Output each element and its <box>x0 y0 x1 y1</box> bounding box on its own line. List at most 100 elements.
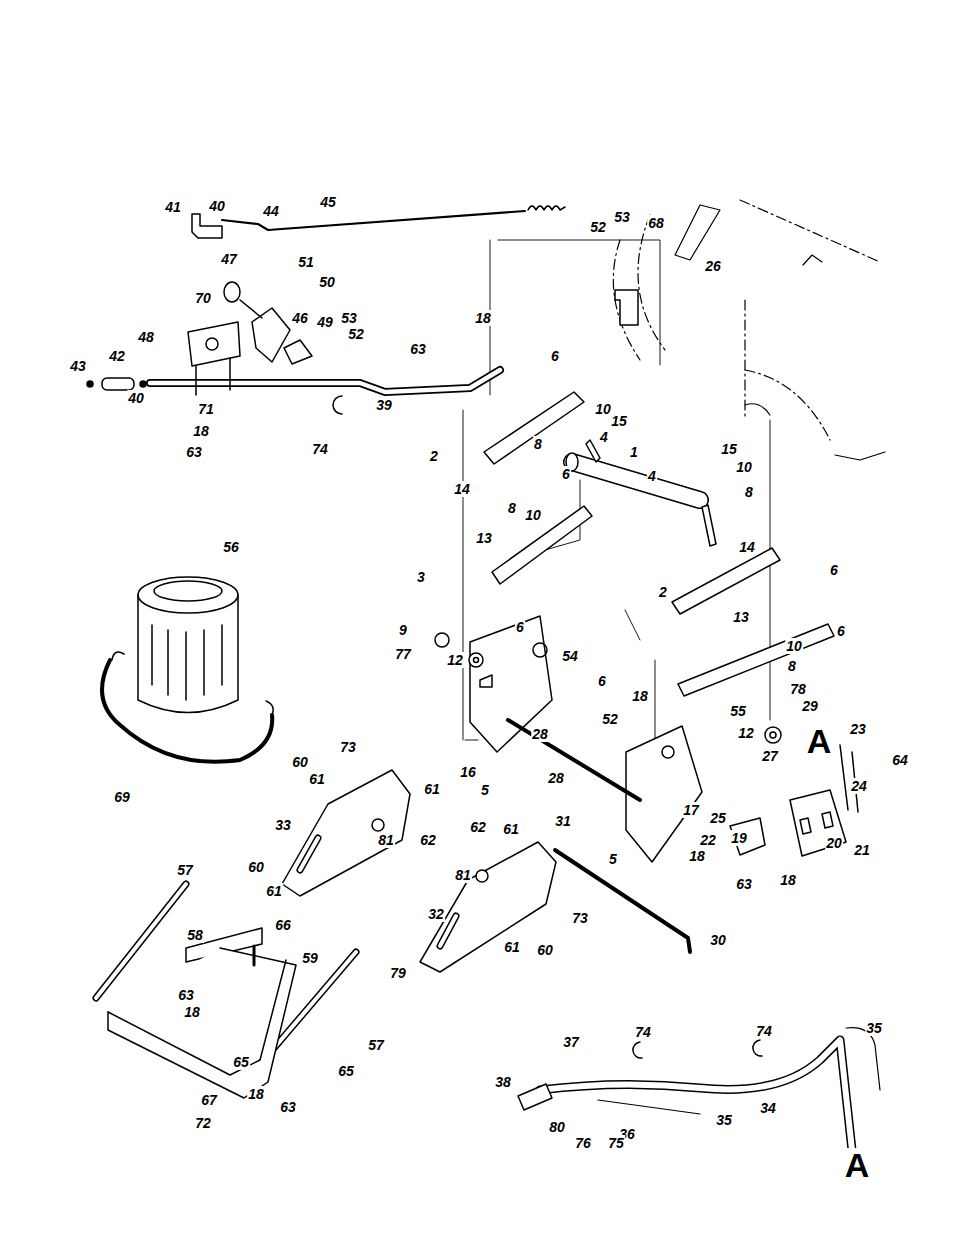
callout-number: 41 <box>164 199 182 215</box>
callout-number: 16 <box>459 764 477 780</box>
callout-number: 25 <box>709 810 727 826</box>
callout-number: 18 <box>183 1004 201 1020</box>
callout-number: 52 <box>601 711 619 727</box>
callout-number: 8 <box>507 500 517 516</box>
callout-number: 37 <box>562 1034 580 1050</box>
callout-number: 38 <box>494 1074 512 1090</box>
callout-number: 60 <box>247 859 265 875</box>
callout-number: 72 <box>194 1115 212 1131</box>
callout-number: 14 <box>453 481 471 497</box>
callout-number: 53 <box>613 209 631 225</box>
view-letter: A <box>805 724 834 758</box>
callout-number: 60 <box>536 942 554 958</box>
callout-number: 24 <box>850 778 868 794</box>
callout-number: 73 <box>339 739 357 755</box>
callout-number: 58 <box>186 927 204 943</box>
callout-number: 28 <box>547 770 565 786</box>
callout-number: 22 <box>699 832 717 848</box>
callout-number: 26 <box>704 258 722 274</box>
callout-number: 6 <box>515 619 525 635</box>
callout-number: 59 <box>301 950 319 966</box>
callout-number: 10 <box>785 638 803 654</box>
callout-number: 62 <box>469 819 487 835</box>
callout-number: 8 <box>787 658 797 674</box>
callout-number: 63 <box>735 876 753 892</box>
callout-number: 28 <box>531 726 549 742</box>
callout-number: 76 <box>574 1135 592 1151</box>
callout-number: 17 <box>682 802 700 818</box>
callout-number: 8 <box>533 436 543 452</box>
callout-number: 78 <box>789 681 807 697</box>
callout-number: 10 <box>524 507 542 523</box>
callout-number: 71 <box>197 401 215 417</box>
callout-number: 47 <box>220 251 238 267</box>
callout-number: 62 <box>419 832 437 848</box>
callout-number: 18 <box>192 423 210 439</box>
callout-number: 56 <box>222 539 240 555</box>
callout-number: 18 <box>688 848 706 864</box>
callout-number: 23 <box>849 721 867 737</box>
callout-number: 13 <box>475 530 493 546</box>
callout-number: 35 <box>865 1020 883 1036</box>
callout-number: 65 <box>232 1054 250 1070</box>
callout-number: 55 <box>729 703 747 719</box>
callout-number: 63 <box>409 341 427 357</box>
callout-number: 77 <box>394 646 412 662</box>
callout-number: 39 <box>375 397 393 413</box>
callout-number: 46 <box>291 310 309 326</box>
callout-number: 44 <box>262 203 280 219</box>
callout-number: 3 <box>416 569 426 585</box>
callout-number: 14 <box>738 539 756 555</box>
callout-number: 57 <box>367 1037 385 1053</box>
callout-number: 10 <box>735 459 753 475</box>
callout-number: 52 <box>347 326 365 342</box>
callout-number: 49 <box>316 314 334 330</box>
callout-number: 74 <box>311 441 329 457</box>
callout-number: 53 <box>340 310 358 326</box>
callout-number: 6 <box>597 673 607 689</box>
callout-number: 9 <box>398 622 408 638</box>
callout-number: 4 <box>599 429 609 445</box>
callout-number: 61 <box>502 821 520 837</box>
callout-number: 13 <box>732 609 750 625</box>
callout-number: 15 <box>610 413 628 429</box>
callout-number: 27 <box>761 748 779 764</box>
callout-number: 1 <box>629 444 639 460</box>
callout-number: 29 <box>801 698 819 714</box>
callout-number: 81 <box>377 832 395 848</box>
callout-number: 63 <box>177 987 195 1003</box>
callout-number: 79 <box>389 965 407 981</box>
callout-number: 19 <box>730 830 748 846</box>
callout-number: 5 <box>608 851 618 867</box>
callout-number: 57 <box>176 862 194 878</box>
callout-number: 74 <box>755 1023 773 1039</box>
callout-number: 45 <box>319 194 337 210</box>
callout-number: 80 <box>548 1119 566 1135</box>
callout-number: 69 <box>113 789 131 805</box>
callout-number: 66 <box>274 917 292 933</box>
callout-number: 2 <box>658 584 668 600</box>
callout-number: 32 <box>427 906 445 922</box>
callout-number: 12 <box>737 725 755 741</box>
callout-number: 12 <box>446 652 464 668</box>
callout-number: 64 <box>891 752 909 768</box>
callout-number: 4 <box>647 468 657 484</box>
callout-number: 18 <box>631 688 649 704</box>
callout-number: 5 <box>480 782 490 798</box>
callout-number: 68 <box>647 215 665 231</box>
callout-number: 18 <box>779 872 797 888</box>
callout-number: 20 <box>825 835 843 851</box>
callout-number: 63 <box>279 1099 297 1115</box>
callout-number: 6 <box>829 562 839 578</box>
callout-number: 6 <box>836 623 846 639</box>
callout-number: 8 <box>744 484 754 500</box>
callout-number: 74 <box>634 1024 652 1040</box>
callout-number: 61 <box>423 781 441 797</box>
callout-number: 31 <box>554 813 572 829</box>
callout-number: 35 <box>715 1112 733 1128</box>
callout-number: 18 <box>474 310 492 326</box>
callout-number: 42 <box>108 348 126 364</box>
callout-number: 6 <box>561 466 571 482</box>
callout-number: 6 <box>550 348 560 364</box>
